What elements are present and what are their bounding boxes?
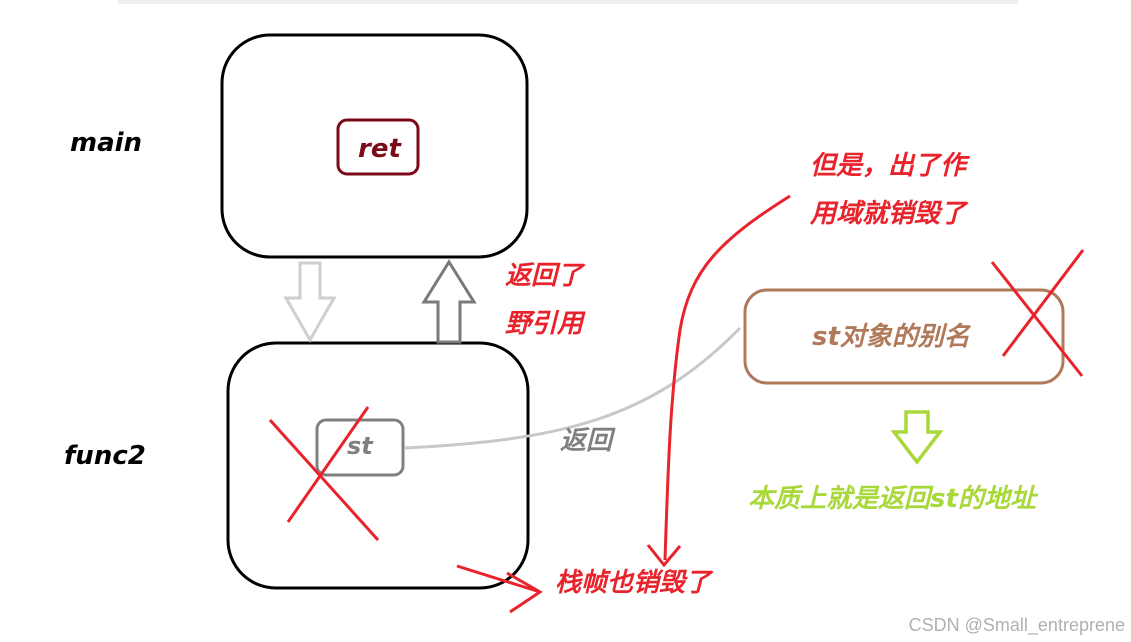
stack-frame-destroyed-label: 栈帧也销毁了 xyxy=(555,568,712,598)
stack-destroyed-arrow-line xyxy=(456,564,541,594)
top-edge-bar xyxy=(118,0,1018,4)
return-up-arrow xyxy=(421,259,477,344)
alias-box xyxy=(743,288,1065,385)
stack-destroyed-arrowhead xyxy=(506,571,543,614)
st-cross-line-2 xyxy=(286,406,370,523)
scope-destroyed-arrowhead xyxy=(646,544,682,568)
st-cross-line-1 xyxy=(268,418,380,542)
watermark-text: CSDN @Small_entreprene xyxy=(908,615,1125,635)
scope-destroyed-line1: 但是，出了作 xyxy=(810,151,967,181)
main-stack-frame xyxy=(220,33,529,259)
essence-down-arrow xyxy=(890,410,944,465)
scope-destroyed-line2: 用域就销毁了 xyxy=(810,199,967,229)
st-variable-label: st xyxy=(347,432,373,460)
essence-label: 本质上就是返回st的地址 xyxy=(748,484,1036,514)
scope-destroyed-curve xyxy=(663,194,791,561)
st-to-alias-curve xyxy=(404,326,742,450)
alias-box-label: st对象的别名 xyxy=(812,322,970,352)
func2-frame-label: func2 xyxy=(64,441,146,471)
func2-stack-frame xyxy=(226,341,530,590)
return-dangling-line1: 返回了 xyxy=(505,261,584,291)
alias-cross-line-2 xyxy=(1001,249,1085,357)
return-dangling-line2: 野引用 xyxy=(505,309,584,339)
return-label: 返回 xyxy=(560,426,613,456)
ret-variable-label: ret xyxy=(358,134,401,164)
alias-cross-line-1 xyxy=(990,261,1084,377)
call-down-arrow xyxy=(283,261,337,344)
ret-variable-box xyxy=(336,118,420,176)
main-frame-label: main xyxy=(70,128,143,158)
